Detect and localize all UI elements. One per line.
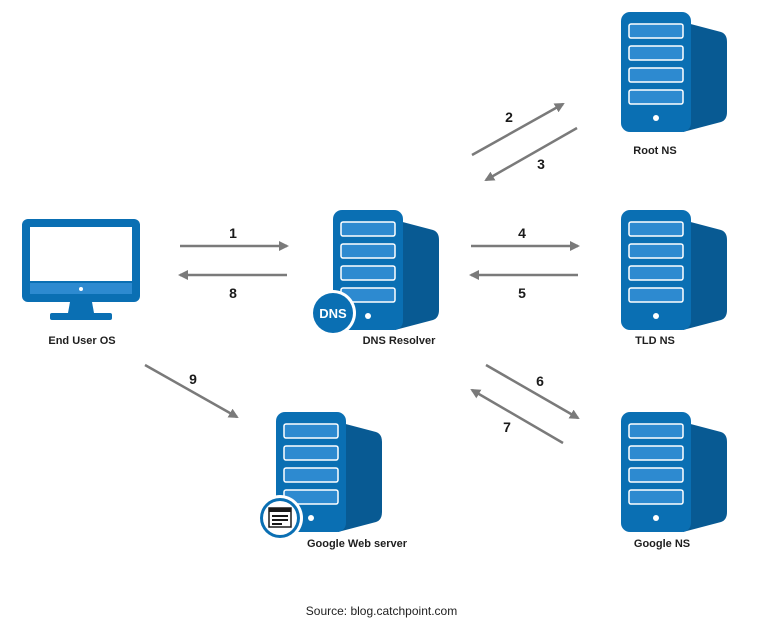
arrow-9 [144, 363, 239, 419]
step-8-label: 8 [229, 285, 237, 301]
google-ns-label: Google NS [633, 538, 691, 550]
end-user-label: End User OS [48, 335, 116, 347]
step-5-label: 5 [518, 285, 526, 301]
dns-resolver-label: DNS Resolver [362, 335, 436, 347]
arrow-7 [470, 388, 564, 445]
step-7-label: 7 [503, 419, 511, 435]
end-user-monitor-icon [22, 219, 140, 320]
tld-ns-label: TLD NS [635, 335, 675, 347]
web-page-badge-icon [257, 495, 303, 541]
step-1-label: 1 [229, 225, 237, 241]
tld-ns-server-icon [620, 209, 728, 331]
step-4-label: 4 [518, 225, 526, 241]
step-9-label: 9 [189, 371, 197, 387]
arrow-2 [471, 102, 565, 157]
step-2-label: 2 [505, 109, 513, 125]
dns-badge-text: DNS [319, 306, 347, 321]
google-ns-server-icon [620, 411, 728, 533]
arrow-3 [484, 126, 578, 182]
dns-badge: DNS [310, 290, 356, 336]
google-web-server-label: Google Web server [306, 538, 408, 550]
step-3-label: 3 [537, 156, 545, 172]
step-6-label: 6 [536, 373, 544, 389]
root-ns-label: Root NS [633, 145, 677, 157]
arrow-6 [485, 363, 580, 420]
source-caption: Source: blog.catchpoint.com [305, 604, 458, 618]
root-ns-server-icon [620, 11, 728, 133]
